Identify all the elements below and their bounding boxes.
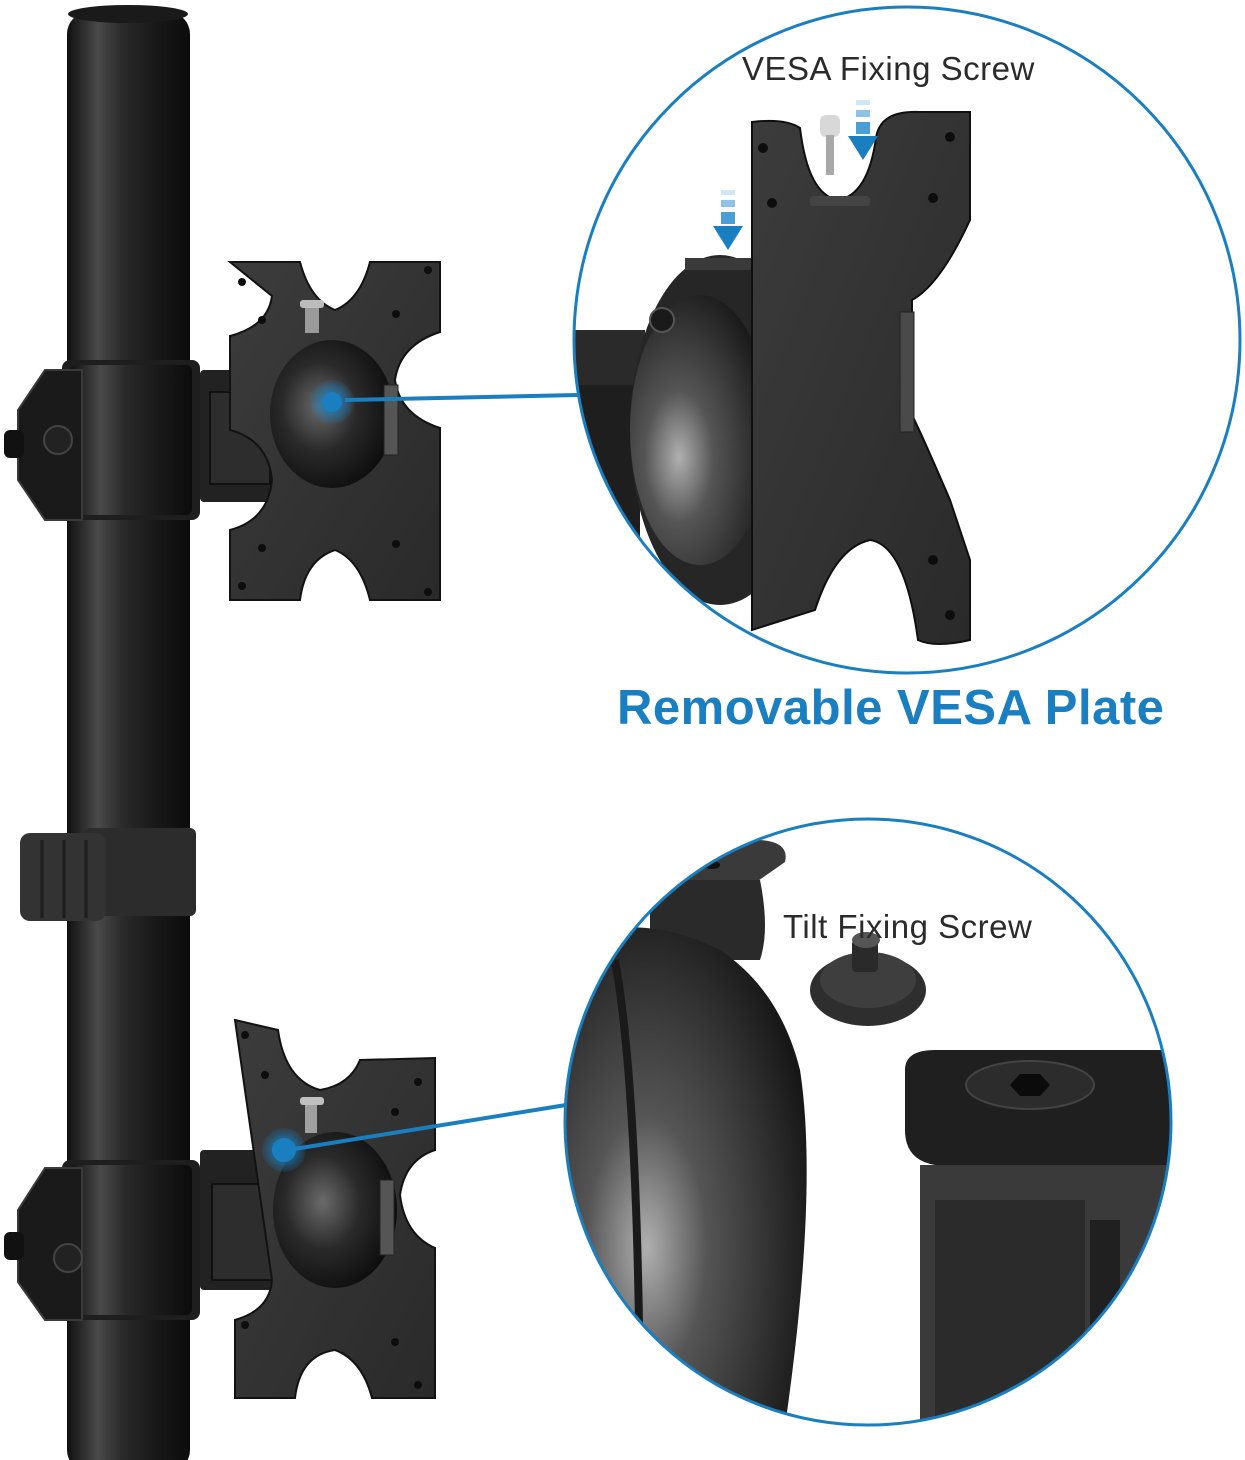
tilt-fixing-screw-label: Tilt Fixing Screw [783,908,1033,945]
vesa-callout-circle [572,5,1242,675]
down-arrow-icon [713,190,743,250]
lower-callout-connector [262,1103,567,1172]
upper-mount [4,261,441,601]
cable-clip [20,828,196,921]
lower-mount [4,1018,436,1399]
upper-callout-connector [310,380,579,424]
down-arrow-icon [848,100,878,160]
tilt-callout-circle [563,817,1173,1427]
vesa-fixing-screw-label: VESA Fixing Screw [742,50,1035,87]
removable-vesa-plate-caption: Removable VESA Plate [617,681,1165,735]
